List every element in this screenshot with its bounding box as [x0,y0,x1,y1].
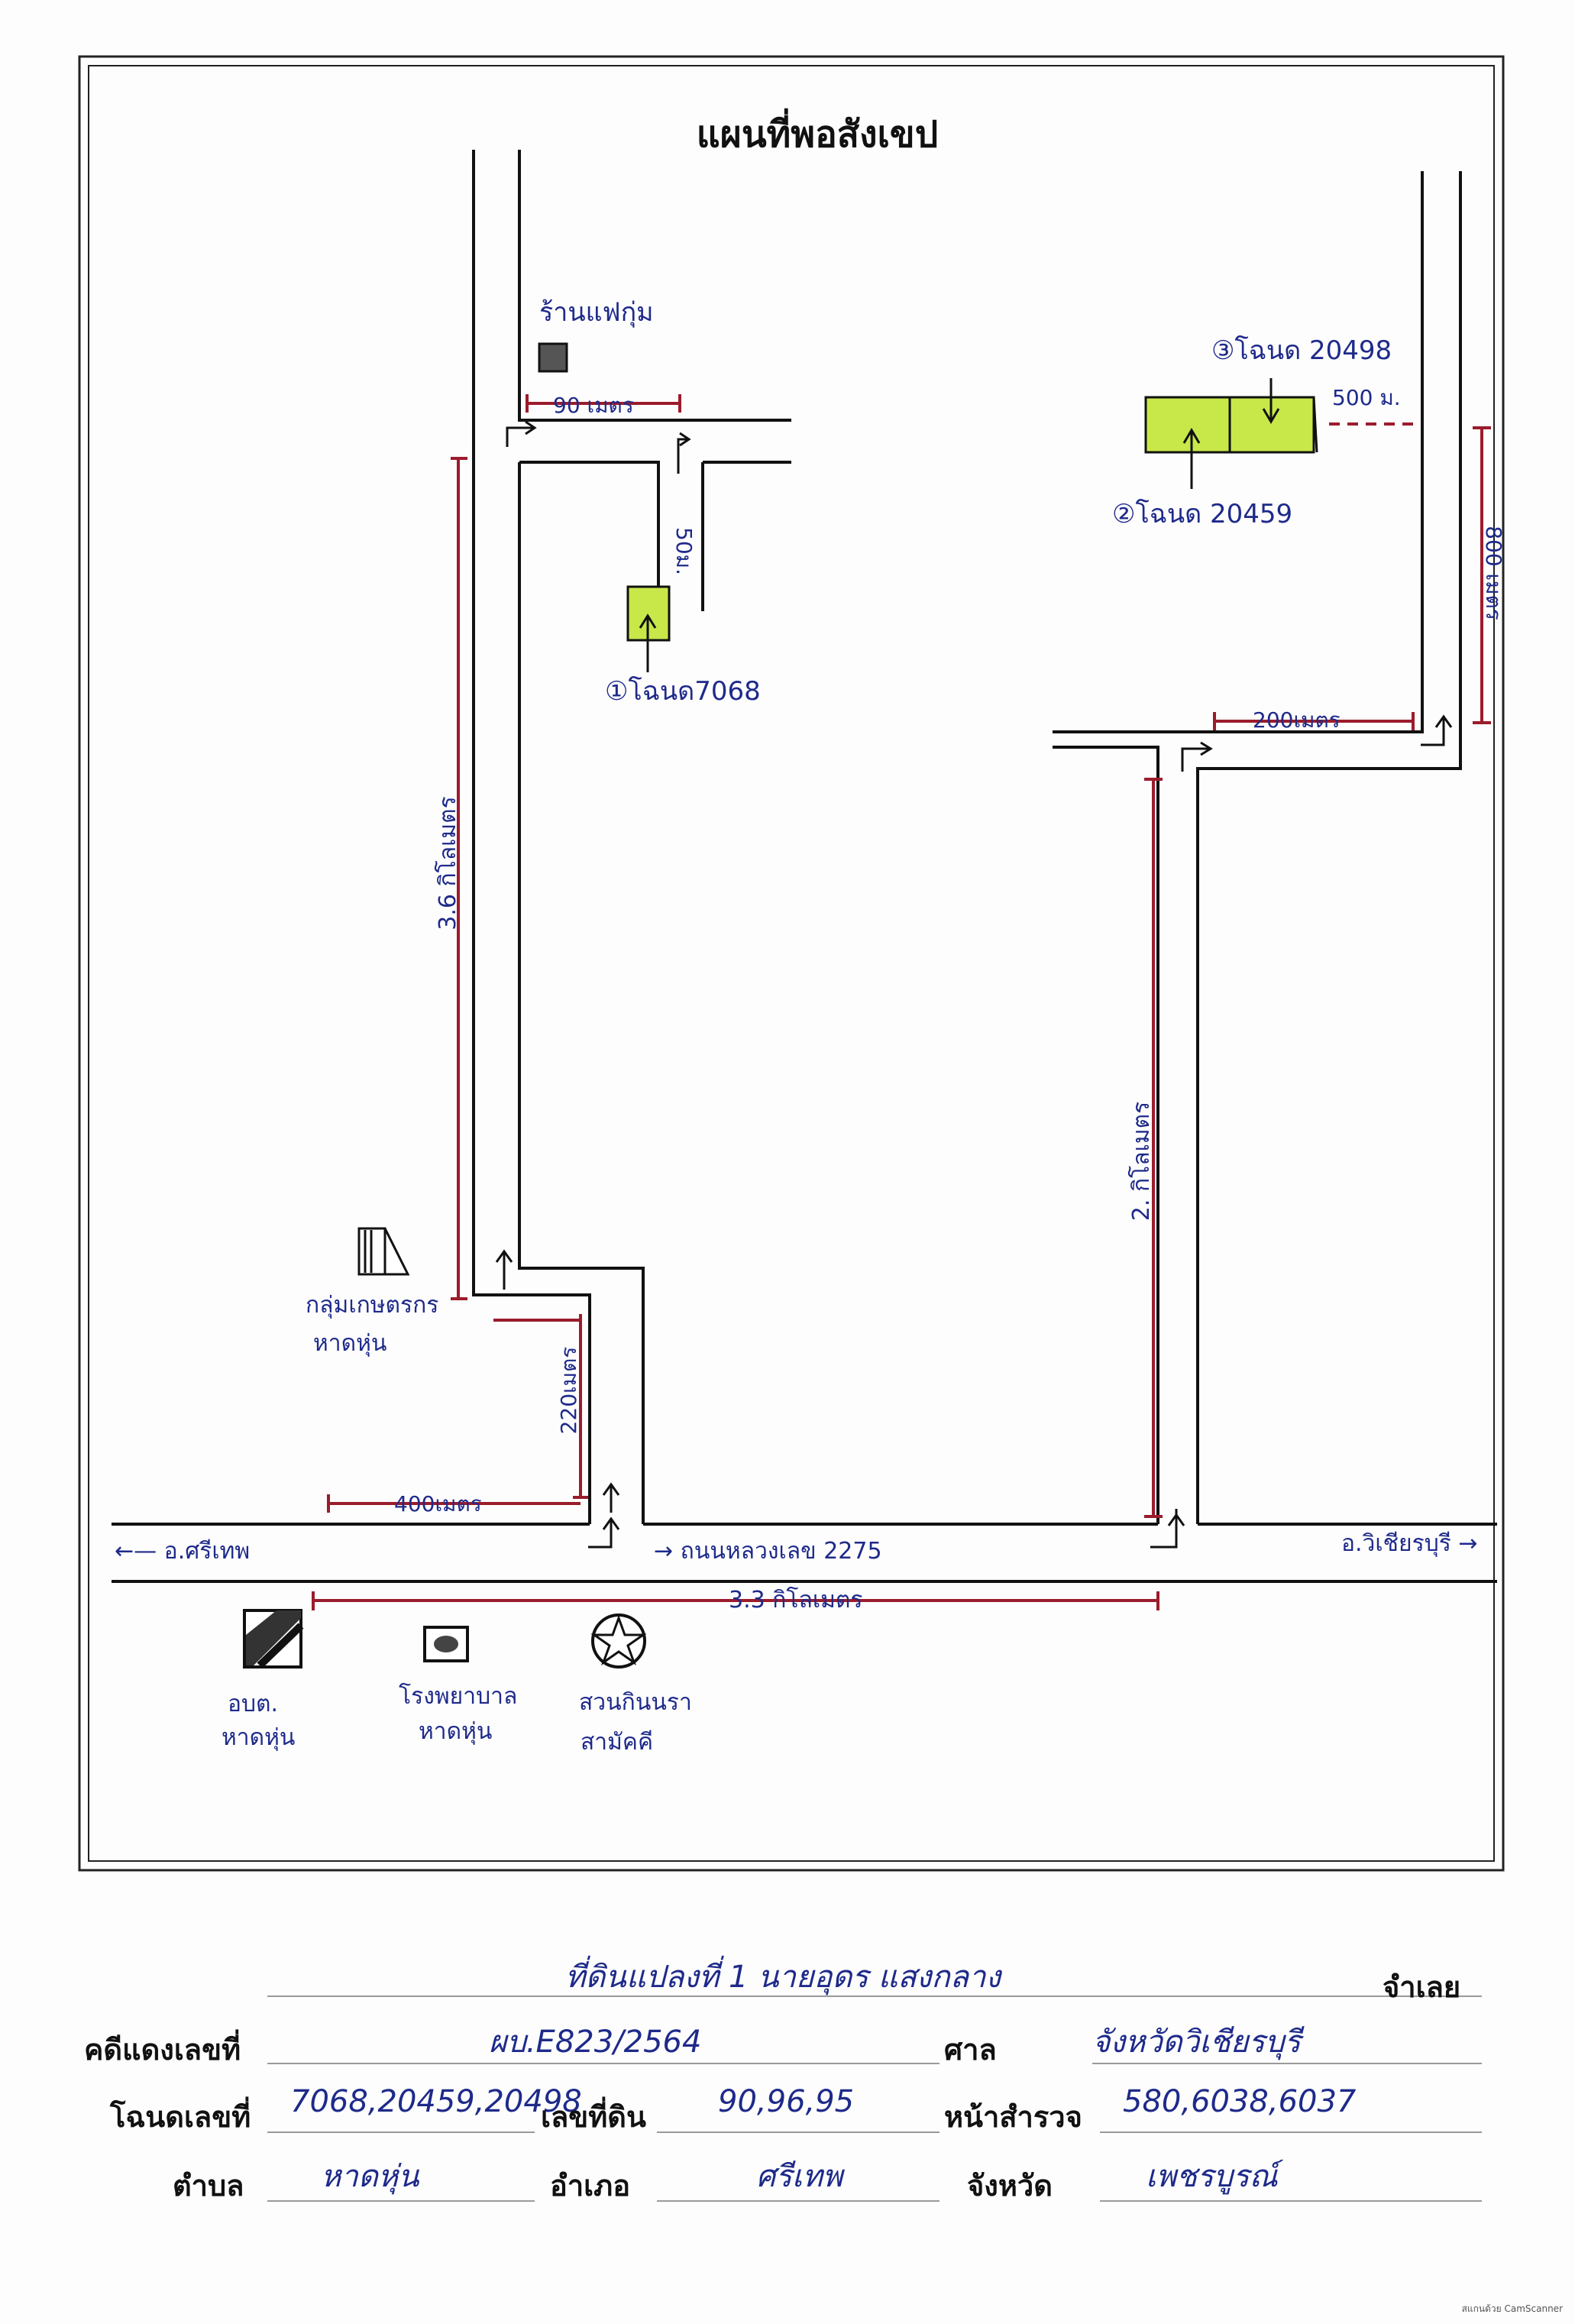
star-icon [590,1614,647,1669]
form-survey-label: หน้าสำรวจ [944,2100,1082,2134]
form-row-0-line [267,1995,1482,1997]
hospital-label: โรงพยาบาล [399,1682,517,1710]
to-west-label: ←— อ.ศรีเทพ [115,1538,250,1565]
form-subdistrict-value: หาดหุ่น [321,2159,419,2194]
road-network [112,150,1497,1583]
dist-3-6km-label: 3.6 กิโลเมตร [434,796,461,931]
sao-office-icon [243,1609,304,1669]
form-case-value: ผบ.E823/2564 [489,2025,702,2060]
map-title: แผนที่พอสังเขป [697,108,938,156]
dist-2km-label: 2. กิโลเมตร [1127,1102,1155,1221]
form-district-label: อำเภอ [550,2169,631,2203]
scanner-watermark: สแกนด้วย CamScanner [1461,2303,1563,2314]
form-land-no-line [657,2131,940,2133]
road-arrows [495,420,1453,1549]
form-subdistrict-line [267,2200,535,2202]
land-plot-20498-edge [1312,397,1318,453]
group-building-label-2: หาดหุ่น [313,1330,386,1358]
form-land-no-value: 90,96,95 [718,2084,855,2119]
dist-800m-label: 800 เมตร [1481,526,1506,620]
form-deed-label: โฉนดเลขที่ [110,2100,251,2134]
land-20498-label: ③โฉนด 20498 [1211,335,1392,366]
distance-lines [312,394,1491,1610]
land-7068-label: ①โฉนด7068 [605,676,761,707]
shop-label: ร้านแฟกุ่ม [539,297,654,328]
building-icon [357,1227,410,1276]
form-district-value: ศรีเทพ [756,2159,843,2194]
form-case-label: คดีแดงเลขที่ [84,2033,241,2067]
land-20459-label: ②โฉนด 20459 [1112,499,1292,529]
form-subdistrict-label: ตำบล [173,2169,244,2203]
form-role-label: จำเลย [1383,1970,1461,2004]
form-court-line [1092,2063,1482,2064]
form-province-line [1100,2200,1482,2202]
hospital-icon [423,1626,469,1662]
shop-marker-icon [538,342,568,373]
dist-500m-label: 500 ม. [1332,385,1401,410]
sao-label-2: หาดหุ่น [222,1724,295,1752]
plot-pointers [639,378,1280,672]
form-court-value: จังหวัดวิเชียรบุรี [1092,2025,1301,2060]
form-court-label: ศาล [944,2033,997,2067]
form-case-line [267,2063,940,2064]
form-row-0-value: ที่ดินแปลงที่ 1 นายอุดร แสงกลาง [565,1960,1001,1995]
map-frame-inner [88,65,1495,1862]
dist-50m-label: 50ม. [671,527,697,575]
dist-3-3km-label: 3.3 กิโลเมตร [729,1586,863,1614]
dist-220m-label: 220เมตร [556,1347,581,1435]
dist-400m-label: 400เมตร [394,1491,482,1516]
temple-label-2: สามัคคี [581,1729,653,1756]
hospital-label-2: หาดหุ่น [419,1718,492,1746]
form-deed-value: 7068,20459,20498 [290,2084,582,2119]
to-east-label: อ.วิเชียรบุรี → [1341,1530,1478,1558]
form-deed-line [267,2131,535,2133]
form-survey-line [1100,2131,1482,2133]
temple-label: สวนกินนรา [579,1689,692,1716]
map-frame-outer [78,55,1505,1872]
form-survey-value: 580,6038,6037 [1123,2084,1357,2119]
form-province-value: เพชรบูรณ์ [1146,2159,1278,2194]
form-province-label: จังหวัด [967,2169,1053,2203]
main-road-label: → ถนนหลวงเลข 2275 [654,1538,882,1565]
group-building-label: กลุ่มเกษตรกร [306,1292,438,1319]
form-land-no-label: เลขที่ดิน [541,2100,646,2134]
dist-200m-label: 200เมตร [1253,707,1341,733]
form-district-line [657,2200,940,2202]
dist-90m-label: 90 เมตร [553,393,634,418]
sao-label: อบต. [228,1691,278,1717]
land-plot-20459 [1144,396,1231,454]
